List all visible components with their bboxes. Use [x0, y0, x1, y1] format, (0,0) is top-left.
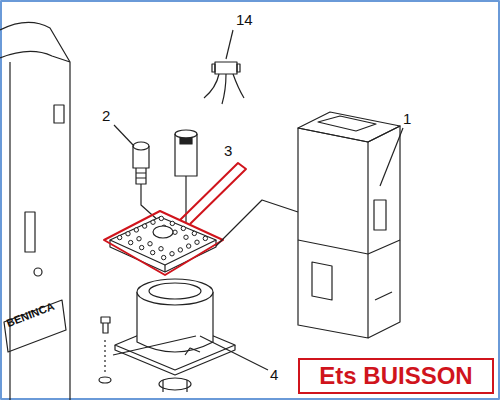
left-housing [0, 22, 70, 400]
plug-part [133, 142, 160, 222]
motor-part [115, 279, 235, 392]
connector-part [204, 62, 244, 104]
callout-number: 2 [102, 108, 110, 123]
capacitor-part [175, 130, 197, 222]
logo-box: Ets BUISSON [298, 358, 494, 394]
callout-number: 1 [403, 111, 411, 126]
callout-number: 14 [236, 12, 253, 27]
leader-lines [113, 30, 403, 370]
logo-text: Ets BUISSON [319, 364, 472, 388]
brand-mark: BENINCA [5, 301, 56, 329]
cover-housing [298, 112, 400, 338]
terminal-board [104, 163, 298, 275]
screws [99, 317, 111, 383]
callout-number: 4 [270, 367, 278, 382]
callout-number: 3 [224, 143, 232, 158]
